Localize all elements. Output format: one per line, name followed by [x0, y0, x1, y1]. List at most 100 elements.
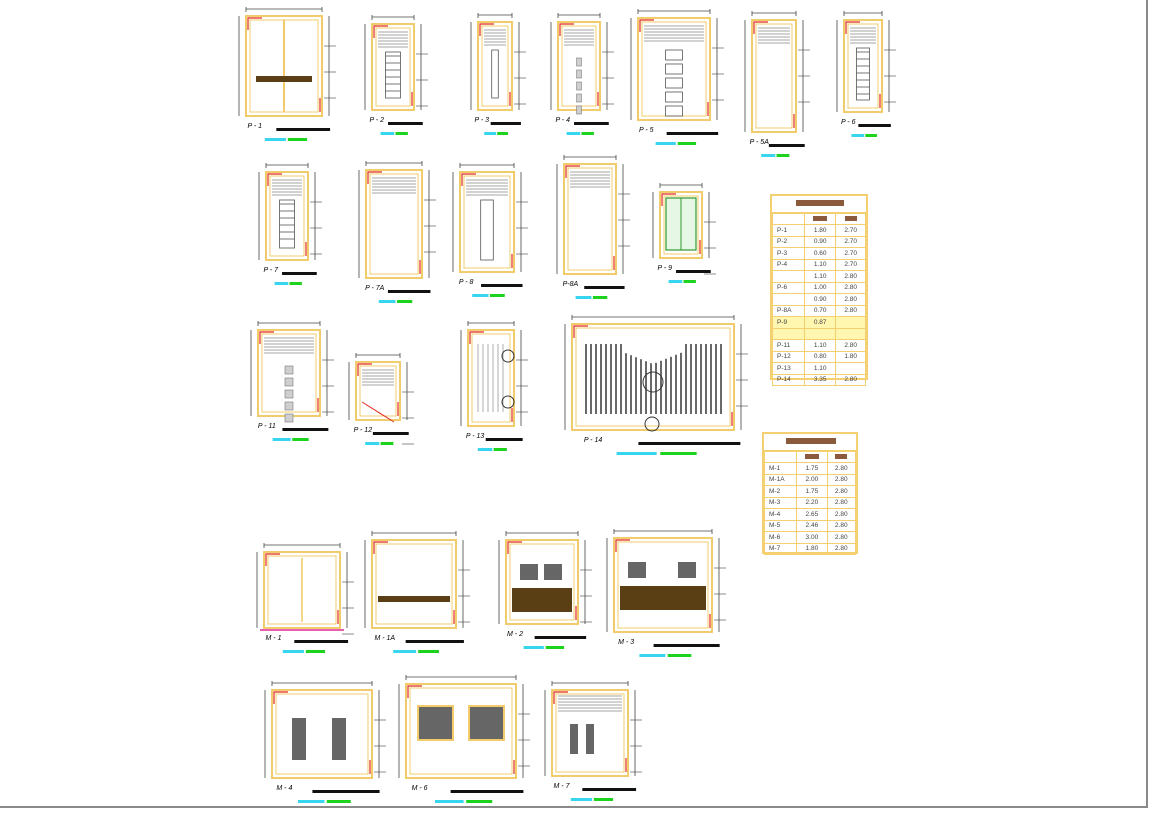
table-cell-width: 0.70 — [804, 304, 837, 317]
table-cell-height: 2.70 — [835, 224, 866, 237]
table-cell-height: 2.80 — [835, 293, 866, 306]
table-cell-width: 1.75 — [796, 462, 828, 475]
table-cell-height: 2.80 — [826, 542, 856, 555]
table-title — [764, 434, 856, 451]
door-elevation-p-14: P - 14 — [562, 314, 748, 458]
table-cell-code: P-4 — [771, 258, 806, 271]
door-elevation-p-1: P - 1 — [236, 6, 336, 144]
elevation-label: P - 12 — [353, 427, 373, 434]
table-row — [771, 327, 866, 340]
table-cell-height: 2.80 — [826, 519, 856, 532]
door-elevation-p-13: P - 13 — [458, 320, 528, 454]
elevation-label: P-8A — [562, 281, 579, 288]
elevation-label: M - 7 — [553, 783, 570, 790]
table-cell-height: 2.80 — [835, 304, 866, 317]
elevation-label: M - 2 — [507, 631, 523, 638]
door-elevation-p-2: P - 2 — [362, 14, 428, 138]
elevation-label: P - 2 — [369, 117, 384, 124]
table-cell-width: 1.80 — [796, 542, 828, 555]
elevation-label: P - 9 — [657, 265, 672, 272]
elevation-label: P - 1 — [247, 123, 263, 130]
table-cell-width: 1.10 — [804, 362, 837, 375]
table-cell-code — [771, 293, 806, 306]
elevation-label: P - 7 — [263, 267, 278, 274]
table-cell-width — [804, 327, 837, 340]
table-title — [772, 196, 866, 213]
table-cell-width: 1.75 — [796, 485, 828, 498]
screen-elevation-m-1: M - 1 — [254, 542, 354, 656]
table-cell-code: M-7 — [763, 542, 798, 555]
table-cell-width: 1.10 — [804, 258, 837, 271]
table-cell-code: M-3 — [763, 496, 798, 509]
table-cell-width: 2.20 — [796, 496, 828, 509]
door-elevation-p-5a: P - 5A — [742, 10, 810, 160]
table-cell-code: M-2 — [763, 485, 798, 498]
table-cell-width: 0.90 — [804, 235, 837, 248]
screen-elevation-m-1a: M - 1A — [362, 530, 470, 656]
table-cell-height: 2.80 — [835, 281, 866, 294]
table-cell-height: 2.80 — [826, 531, 856, 544]
table-cell-code: P-9 — [771, 316, 806, 329]
table-cell-width: 2.65 — [796, 508, 828, 521]
table-cell-width: 1.10 — [804, 339, 837, 352]
door-elevation-p-7a: P - 7A — [356, 160, 436, 306]
table-cell-height: 2.80 — [835, 373, 866, 386]
table-cell-width: 1.80 — [804, 224, 837, 237]
table-cell-code: P-13 — [771, 362, 806, 375]
table-cell-height: 2.80 — [826, 496, 856, 509]
table-cell-width: 0.80 — [804, 350, 837, 363]
elevation-label: P - 5A — [749, 139, 769, 146]
elevation-label: P - 8 — [458, 279, 474, 286]
table-cell-code: M-4 — [763, 508, 798, 521]
table-cell-height: 2.80 — [826, 485, 856, 498]
table-cell-width: 0.60 — [804, 247, 837, 260]
door-elevation-p-7: P - 7 — [256, 162, 322, 288]
table-cell-width: 2.00 — [796, 473, 828, 486]
table-cell-code: P-2 — [771, 235, 806, 248]
table-cell-code: P-12 — [771, 350, 806, 363]
door-elevation-p-11: P - 11 — [248, 320, 334, 444]
elevation-label: P - 3 — [474, 117, 489, 124]
elevation-label: P - 4 — [555, 117, 570, 124]
table-cell-code: P-1 — [771, 224, 806, 237]
table-cell-code — [771, 327, 806, 340]
screen-elevation-m-4: M - 4 — [262, 680, 386, 806]
table-cell-height: 2.70 — [835, 235, 866, 248]
elevation-label: P - 6 — [840, 119, 856, 126]
table-cell-height: 2.70 — [835, 258, 866, 271]
table-cell-height: 1.80 — [835, 350, 866, 363]
elevation-label: P - 13 — [465, 433, 485, 440]
table-cell-height — [835, 362, 866, 375]
screen-elevation-m-6: M - 6 — [396, 674, 530, 806]
table-cell-height: 2.70 — [835, 247, 866, 260]
table-cell-width: 1.10 — [804, 270, 837, 283]
table-cell-height: 2.80 — [835, 270, 866, 283]
elevation-label: P - 11 — [257, 423, 276, 430]
door-elevation-p-8: P - 8 — [450, 162, 528, 300]
screen-elevation-m-7: M - 7 — [542, 680, 642, 804]
table-cell-height — [835, 316, 866, 329]
elevation-label: M - 4 — [276, 785, 293, 792]
table-cell-code: P-6 — [771, 281, 806, 294]
table-cell-code: P-14 — [771, 373, 806, 386]
elevation-label: M - 6 — [411, 785, 428, 792]
elevation-label: M - 1A — [374, 635, 396, 642]
elevation-label: M - 3 — [618, 639, 635, 646]
table-cell-width: 2.46 — [796, 519, 828, 532]
